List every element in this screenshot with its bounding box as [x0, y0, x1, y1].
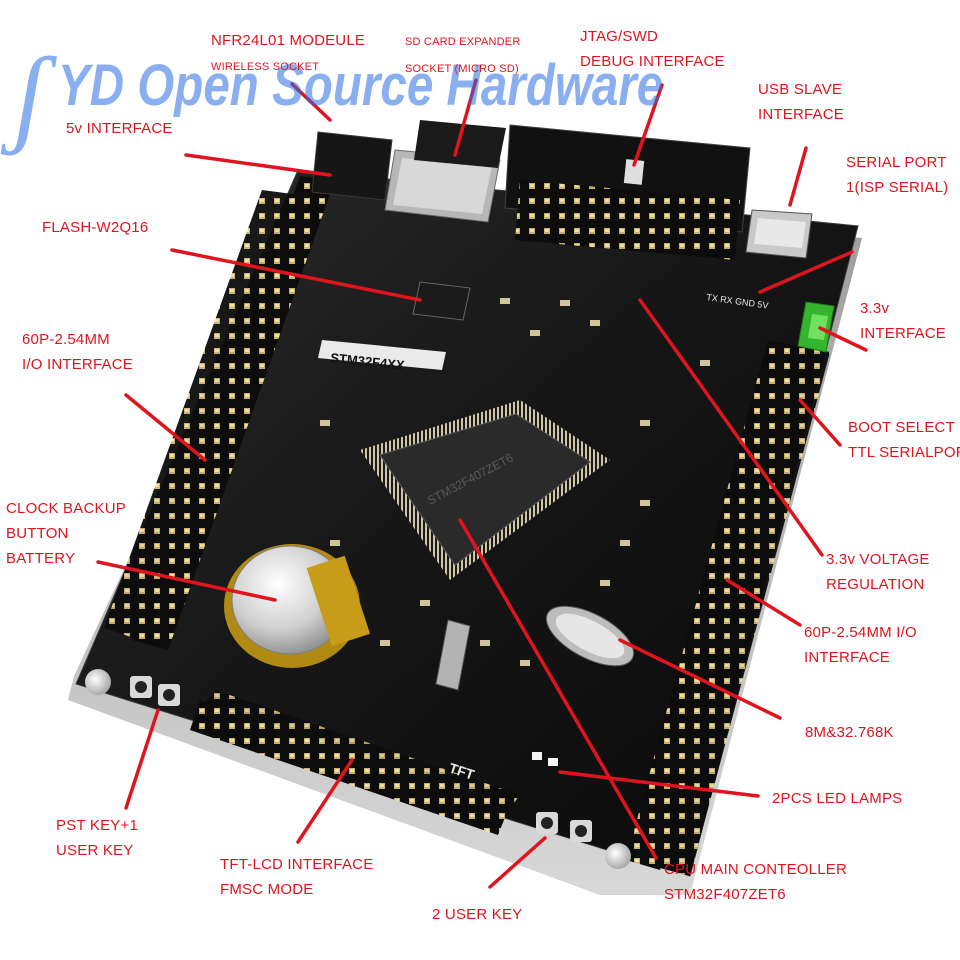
flash-chip	[412, 281, 471, 321]
sd-card-socket	[384, 120, 506, 223]
usb-socket	[745, 209, 813, 259]
right-header	[626, 340, 800, 870]
led-1	[532, 752, 542, 760]
led-2	[548, 758, 558, 766]
5v-socket	[311, 131, 393, 201]
mount-hole	[85, 669, 111, 695]
tft-silk: TFT	[447, 760, 477, 783]
mount-hole	[605, 843, 631, 869]
rst-keys	[130, 676, 180, 706]
label-user-key: 2 USER KEY	[432, 906, 523, 923]
label-crystal: 8M&32.768K	[805, 724, 894, 741]
callout-lines	[96, 78, 868, 889]
user-keys	[536, 812, 592, 842]
smd-components	[320, 298, 710, 666]
crystal-32k	[435, 619, 471, 691]
coin-battery	[224, 544, 370, 668]
3v3-jumper	[797, 301, 835, 353]
left-header	[132, 176, 335, 650]
label-flash: FLASH-W2Q16	[42, 219, 149, 236]
label-led-lamps: 2PCS LED LAMPS	[772, 790, 903, 807]
watermark-logo-glyph: ʃ	[14, 34, 46, 156]
watermark-text: YD Open Source Hardware	[58, 53, 664, 118]
mcu-chip: STM32F407ZET6	[360, 400, 610, 580]
tft-header	[190, 700, 510, 835]
label-5v-interface: 5v INTERFACE	[66, 120, 173, 137]
jtag-header	[504, 124, 751, 260]
crystal-8m	[545, 605, 635, 667]
